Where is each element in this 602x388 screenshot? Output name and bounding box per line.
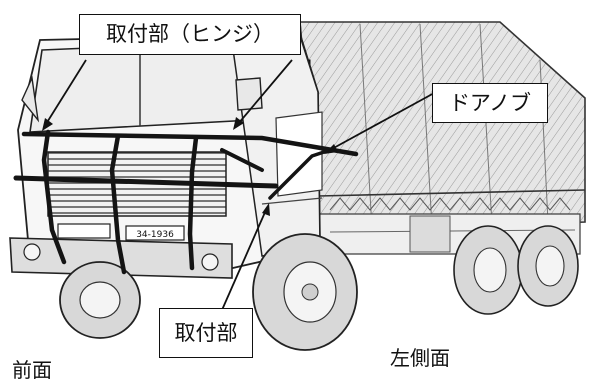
label-door-knob: ドアノブ (432, 83, 548, 123)
leader-hinge-mount-left (42, 59, 87, 131)
label-lower-mount: 取付部 (159, 308, 253, 358)
cargo-canopy (299, 21, 586, 233)
leader-door-knob (324, 91, 437, 154)
rear-wheel-1 (453, 225, 523, 315)
license-plate-text: 34-1936 (136, 230, 174, 240)
leader-hinge-mount-right (233, 59, 293, 130)
caption-left-side-view: 左側面 (390, 346, 450, 370)
rear-wheel-2 (517, 225, 579, 307)
caption-front-view: 前面 (12, 358, 52, 382)
leader-lower-mount (221, 203, 270, 311)
cab-body: 34-1936 (9, 33, 323, 279)
wheels (59, 225, 579, 351)
label-hinge-mount: 取付部（ヒンジ） (79, 14, 301, 55)
license-plate (125, 225, 185, 241)
strap-bands (13, 129, 359, 275)
front-right-wheel (252, 233, 358, 351)
front-left-wheel (59, 261, 141, 339)
leader-lines (42, 59, 437, 311)
